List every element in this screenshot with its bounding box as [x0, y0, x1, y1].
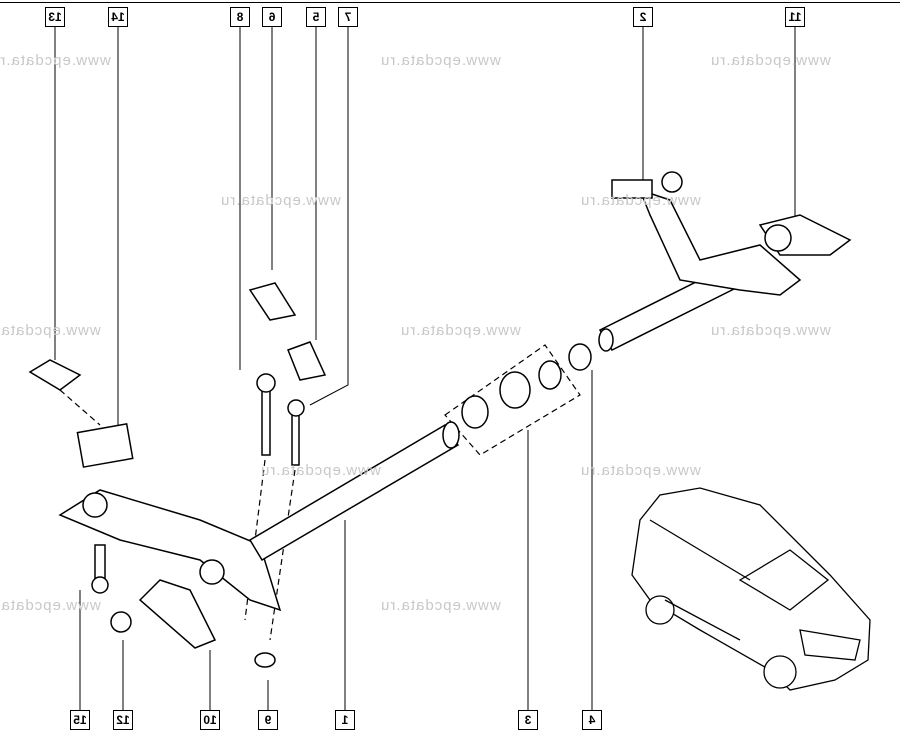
right-trailing-arm — [611, 171, 852, 296]
callout-8: 8 — [230, 7, 250, 27]
callout-14: 14 — [108, 7, 128, 27]
callout-5: 5 — [306, 7, 326, 27]
watermark: www.epcdata.ru — [710, 52, 831, 69]
watermark: www.epcdata.ru — [0, 52, 111, 69]
callout-10: 10 — [200, 710, 220, 730]
callout-11: 11 — [785, 7, 805, 27]
bolts — [248, 282, 327, 466]
watermark: www.epcdata.ru — [710, 322, 831, 339]
watermark: www.epcdata.ru — [0, 597, 101, 614]
callout-7: 7 — [338, 7, 358, 27]
left-trailing-arm — [28, 359, 282, 668]
watermark: www.epcdata.ru — [220, 192, 341, 209]
callout-3: 3 — [518, 710, 538, 730]
vehicle-illustration — [631, 487, 871, 691]
callout-9: 9 — [258, 710, 278, 730]
watermark: www.epcdata.ru — [0, 322, 101, 339]
watermark: www.epcdata.ru — [580, 192, 701, 209]
leader-lines — [54, 26, 796, 710]
callout-6: 6 — [262, 7, 282, 27]
callout-2: 2 — [633, 7, 653, 27]
callout-12: 12 — [113, 710, 133, 730]
watermark: www.epcdata.ru — [380, 52, 501, 69]
callout-4: 4 — [582, 710, 602, 730]
callout-13: 13 — [45, 7, 65, 27]
watermark: www.epcdata.ru — [400, 322, 521, 339]
top-border — [0, 2, 900, 3]
watermark: www.epcdata.ru — [580, 462, 701, 479]
watermark: www.epcdata.ru — [380, 597, 501, 614]
callout-1: 1 — [335, 710, 355, 730]
bushings — [461, 343, 592, 429]
watermark: www.epcdata.ru — [260, 462, 381, 479]
callout-15: 15 — [70, 710, 90, 730]
